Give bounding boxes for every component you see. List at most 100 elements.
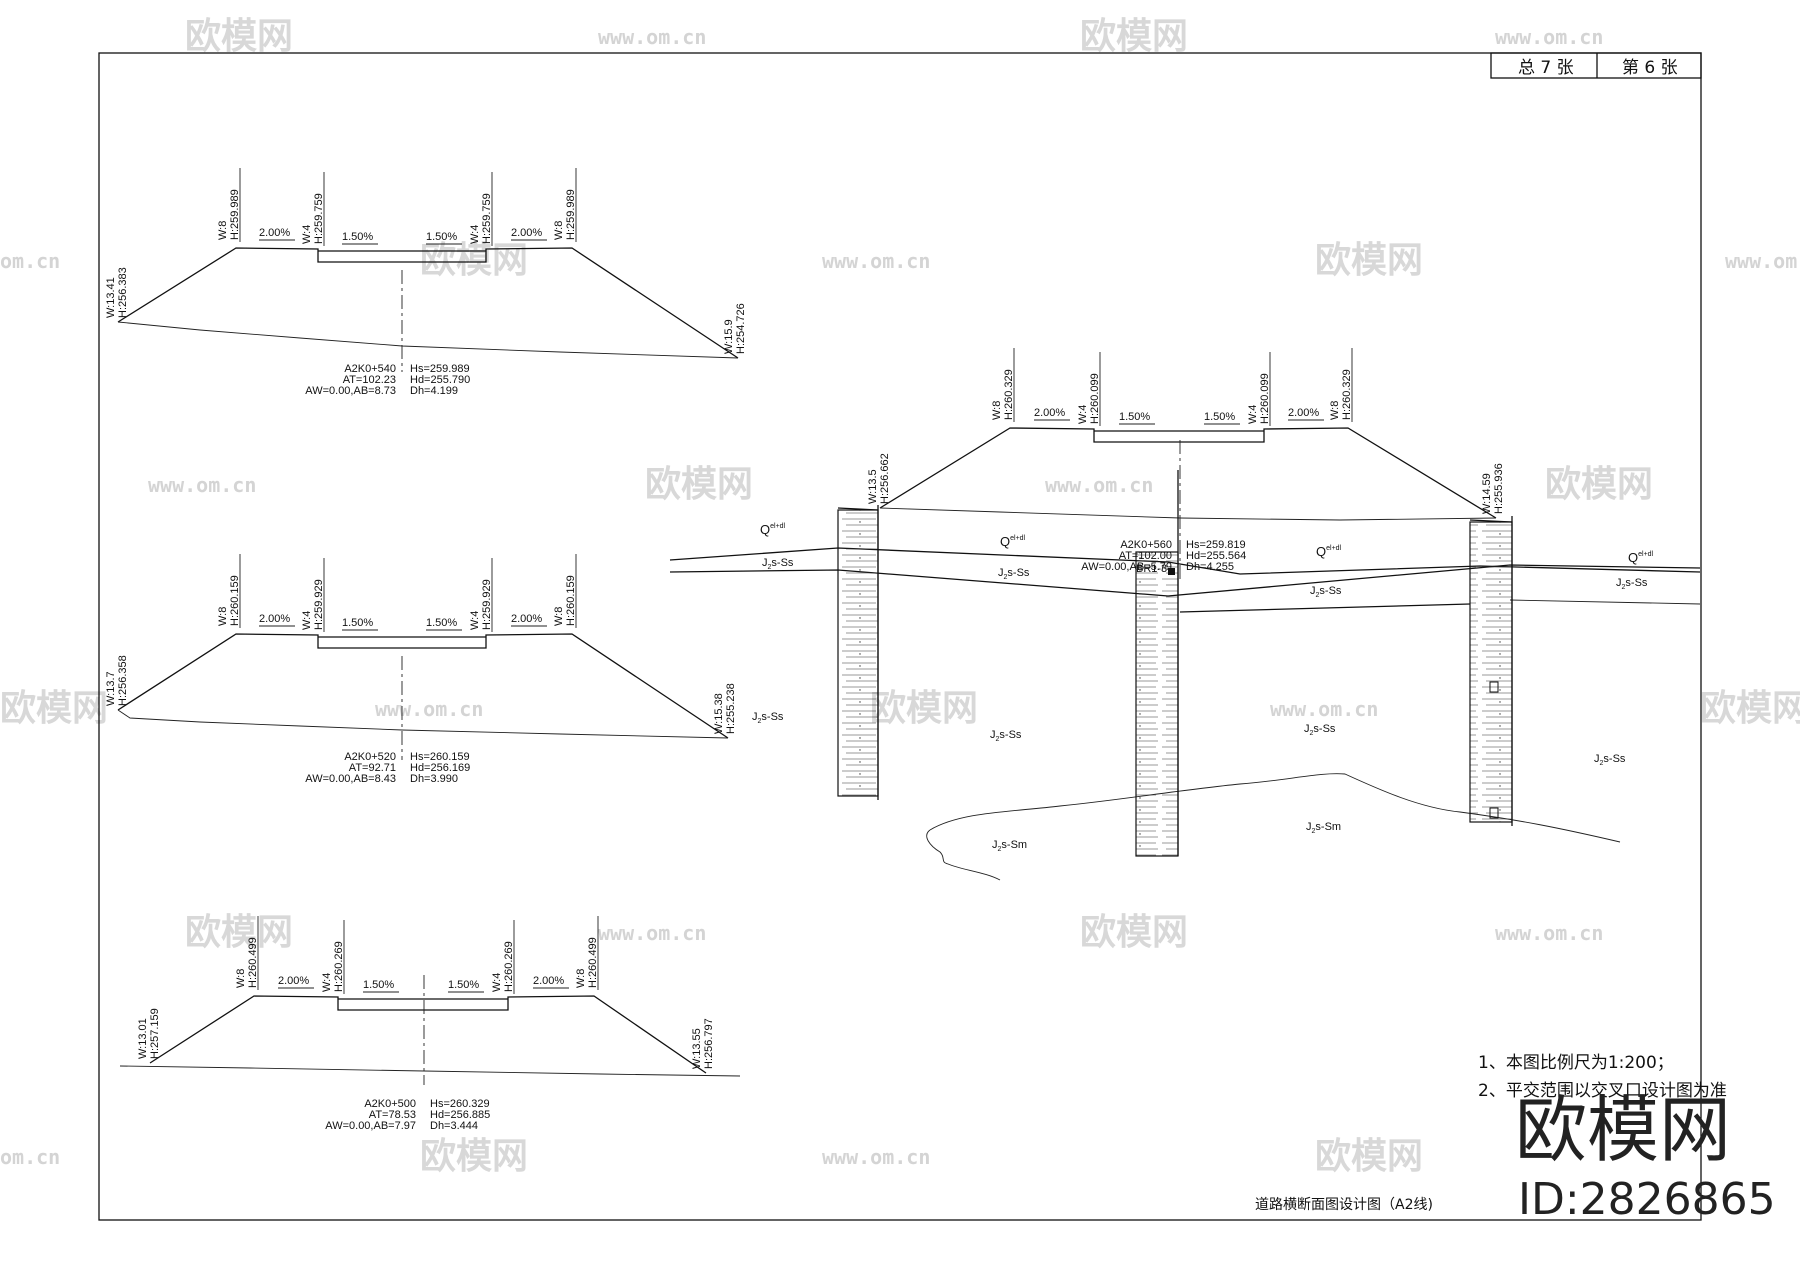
section-info-left: AW=0.00,AB=8.43 — [305, 773, 396, 785]
svg-text:www.om.cn: www.om.cn — [598, 921, 706, 945]
drawing-title: 道路横断面图设计图（A2线) — [1255, 1197, 1433, 1213]
section-info-left: A2K0+520 — [344, 751, 396, 763]
note-range: 2、平交范围以交叉口设计图为准 — [1478, 1081, 1727, 1101]
svg-text:www.om.cn: www.om.cn — [375, 697, 483, 721]
toe-left-width: W:13.5 — [867, 469, 879, 504]
borehole-center: BR1-3 — [1135, 470, 1179, 857]
lane-edge-right-width: W:4 — [491, 973, 503, 992]
slope-label-i1: 1.50% — [342, 231, 373, 243]
toe-left-width: W:13.7 — [105, 671, 117, 706]
svg-text:欧模网: 欧模网 — [420, 1136, 528, 1177]
slope-label-o2: 2.00% — [533, 975, 564, 987]
lane-edge-left-height: H:260.099 — [1089, 373, 1101, 424]
lane-edge-left-width: W:4 — [1077, 405, 1089, 424]
lane-edge-right-height: H:260.269 — [503, 941, 515, 992]
geo-j2s-ss-label: J2s-Ss — [1616, 577, 1648, 591]
slope-label-o2: 2.00% — [511, 227, 542, 239]
section-info-right: Hs=259.989 — [410, 363, 470, 375]
toe-right-width: W:13.55 — [691, 1028, 703, 1069]
slope-label-i1: 1.50% — [342, 617, 373, 629]
borehole-label: BR1-3 — [1136, 563, 1167, 575]
svg-text:欧模网: 欧模网 — [1545, 464, 1653, 505]
sheet-total: 总 7 张 — [1518, 58, 1574, 78]
geo-j2s-ss-label: J2s-Ss — [1594, 753, 1626, 767]
section-info-right: Hs=260.329 — [430, 1098, 490, 1110]
geo-j2s-ss-label: J2s-Ss — [752, 711, 784, 725]
slope-label-i1: 1.50% — [1119, 411, 1150, 423]
svg-text:om.cn: om.cn — [0, 1145, 60, 1169]
section-info-right: Hs=259.819 — [1186, 539, 1246, 551]
lane-edge-right-height: H:259.759 — [481, 193, 493, 244]
toe-left-height: H:256.662 — [879, 453, 891, 504]
toe-right-width: W:15.38 — [713, 693, 725, 734]
svg-text:www.om.cn: www.om.cn — [148, 473, 256, 497]
geo-quaternary-label: Qel+dl — [1000, 534, 1026, 549]
embankment-outline — [117, 633, 729, 739]
sheet-counter: 总 7 张 第 6 张 — [1490, 52, 1702, 79]
svg-text:www.om.cn: www.om.cn — [822, 1145, 930, 1169]
lane-edge-left-height: H:259.929 — [313, 579, 325, 630]
watermark-layer: 欧模网 欧模网 欧模网 欧模网 欧模网 欧模网 欧模网 欧模网 欧模网 欧模网 … — [0, 16, 1800, 1177]
lane-edge-right-width: W:4 — [469, 225, 481, 244]
section-info-left: A2K0+560 — [1120, 539, 1172, 551]
geo-j2s-ss-label: J2s-Ss — [762, 557, 794, 571]
geo-quaternary-label: Qel+dl — [760, 522, 786, 537]
svg-text:欧模网: 欧模网 — [1080, 16, 1188, 57]
svg-text:www.om.cn: www.om.cn — [822, 249, 930, 273]
svg-text:欧模网: 欧模网 — [185, 912, 293, 953]
toe-right-height: H:256.797 — [703, 1018, 715, 1069]
lane-edge-right-width: W:4 — [469, 611, 481, 630]
toe-right-height: H:255.238 — [725, 683, 737, 734]
slope-label-i2: 1.50% — [1204, 411, 1235, 423]
toe-right-height: H:255.936 — [1493, 463, 1505, 514]
shoulder-left-height: H:260.159 — [229, 575, 241, 626]
section-info-left: AW=0.00,AB=8.73 — [305, 385, 396, 397]
embankment-outline — [879, 427, 1497, 519]
shoulder-right-width: W:8 — [553, 607, 565, 626]
lane-edge-left-width: W:4 — [301, 225, 313, 244]
slope-label-o1: 2.00% — [259, 613, 290, 625]
shoulder-right-height: H:260.329 — [1341, 369, 1353, 420]
lane-edge-left-width: W:4 — [321, 973, 333, 992]
svg-text:www.om.cn: www.om.cn — [1495, 25, 1603, 49]
sheet-current: 第 6 张 — [1622, 58, 1678, 78]
shoulder-right-width: W:8 — [575, 969, 587, 988]
slope-label-o1: 2.00% — [278, 975, 309, 987]
embankment-outline — [149, 995, 707, 1074]
slope-label-o1: 2.00% — [1034, 407, 1065, 419]
geo-j2s-ss-label: J2s-Ss — [1310, 585, 1342, 599]
svg-text:www.om.cn: www.om.cn — [1495, 921, 1603, 945]
toe-left-height: H:256.358 — [117, 655, 129, 706]
watermark-id: ID:2826865 — [1518, 1174, 1776, 1225]
toe-right-height: H:254.726 — [735, 303, 747, 354]
toe-left-height: H:256.383 — [117, 267, 129, 318]
watermark-big-logo: 欧模网 — [1515, 1088, 1731, 1172]
shoulder-left-height: H:259.989 — [229, 189, 241, 240]
ground-line — [879, 507, 1497, 521]
svg-text:欧模网: 欧模网 — [1315, 1136, 1423, 1177]
watermark-url: www.om.cn www.om.cn www.om.cn www.om.cn … — [0, 25, 1800, 1169]
shoulder-left-width: W:8 — [217, 221, 229, 240]
notes: 1、本图比例尺为1:200； 2、平交范围以交叉口设计图为准 — [1478, 1053, 1727, 1101]
shoulder-left-width: W:8 — [991, 401, 1003, 420]
toe-left-width: W:13.01 — [137, 1018, 149, 1059]
geo-j2s-ss-label: J2s-Ss — [990, 729, 1022, 743]
lane-edge-right-height: H:260.099 — [1259, 373, 1271, 424]
shoulder-right-width: W:8 — [1329, 401, 1341, 420]
shoulder-left-height: H:260.329 — [1003, 369, 1015, 420]
shoulder-left-width: W:8 — [235, 969, 247, 988]
section-info-right: Hs=260.159 — [410, 751, 470, 763]
lane-edge-left-height: H:260.269 — [333, 941, 345, 992]
shoulder-right-width: W:8 — [553, 221, 565, 240]
section-info-right: Dh=3.990 — [410, 773, 458, 785]
shoulder-right-height: H:260.499 — [587, 937, 599, 988]
section-info-left: AT=102.23 — [343, 374, 396, 386]
shoulder-right-height: H:260.159 — [565, 575, 577, 626]
shoulder-left-height: H:260.499 — [247, 937, 259, 988]
slope-label-i2: 1.50% — [448, 979, 479, 991]
geo-j2s-ss-label: J2s-Ss — [1304, 723, 1336, 737]
svg-text:欧模网: 欧模网 — [1700, 688, 1800, 729]
